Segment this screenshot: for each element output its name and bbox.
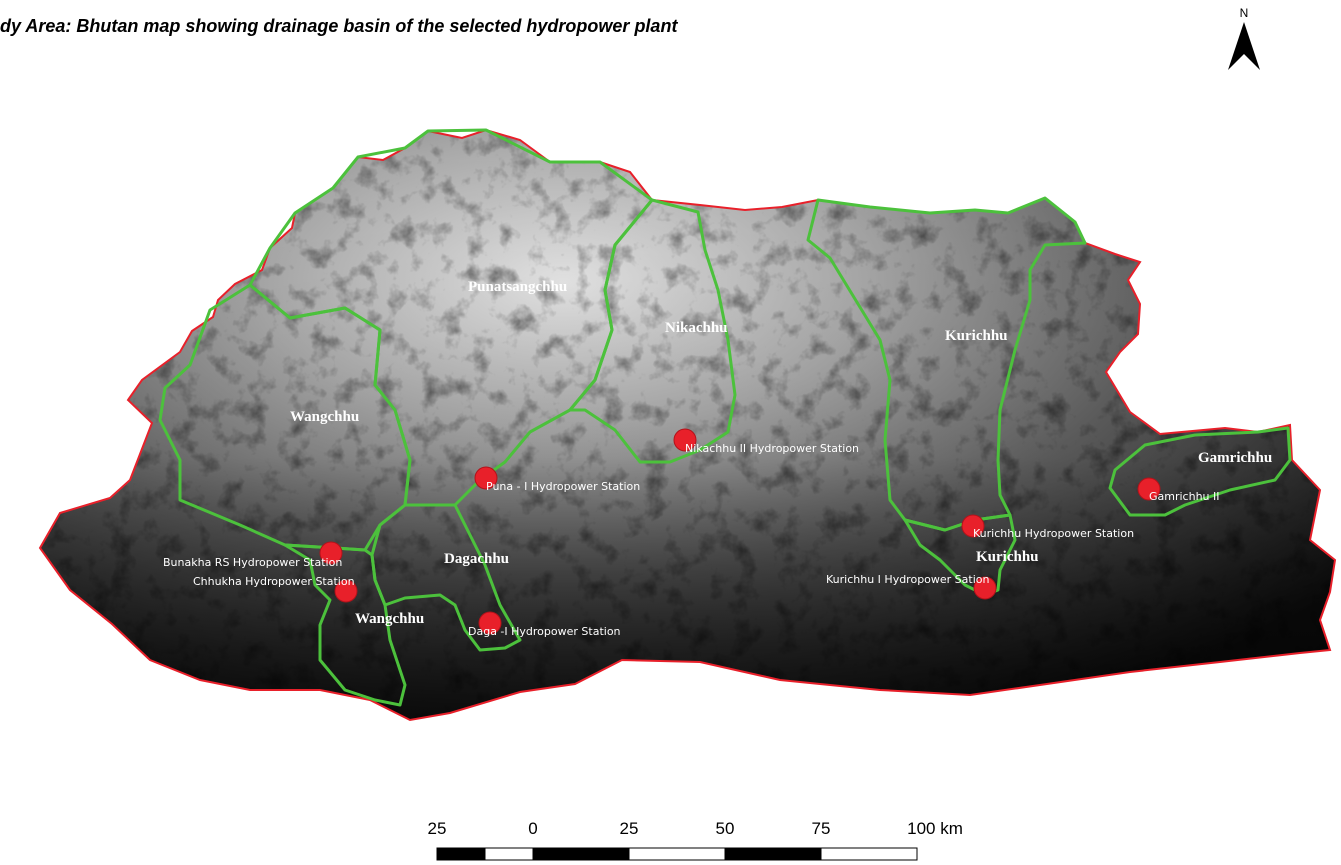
- station-label-gamrichhu-ii: Gamrichhu II: [1149, 490, 1220, 503]
- basin-labels: Punatsangchhu Nikachhu Kurichhu Wangchhu…: [290, 279, 1272, 627]
- station-marker-bunakha-rs: [319, 541, 343, 565]
- basin-border-nikachhu: [568, 198, 737, 464]
- station-markers: [319, 428, 1161, 635]
- basin-label-punatsangchhu: Punatsangchhu: [468, 279, 567, 295]
- basin-label-gamrichhu: Gamrichhu: [1198, 450, 1272, 466]
- north-arrow-icon: N: [1228, 6, 1260, 70]
- station-label-daga-i: Daga -I Hydropower Station: [468, 625, 621, 638]
- station-label-chhukha: Chhukha Hydropower Station: [193, 575, 355, 588]
- station-label-kurichhu-i: Kurichhu I Hydropower Sation: [826, 573, 990, 586]
- station-marker-gamrichhu-ii: [1137, 477, 1161, 501]
- station-label-puna-i: Puna - I Hydropower Station: [486, 480, 640, 493]
- basin-label-nikachhu: Nikachhu: [665, 320, 728, 336]
- basin-border-wangchhu-lower: [283, 543, 407, 707]
- basin-border-gamrichhu: [1108, 426, 1292, 517]
- station-marker-kurichhu-i: [973, 576, 997, 600]
- station-marker-puna-i: [474, 466, 498, 490]
- basin-border-kurichhu-upper: [806, 196, 1087, 532]
- station-marker-daga-i: [478, 611, 502, 635]
- station-label-kurichhu: Kurichhu Hydropower Station: [973, 527, 1134, 540]
- map-title: dy Area: Bhutan map showing drainage bas…: [0, 16, 678, 36]
- basin-label-kurichhu: Kurichhu: [945, 328, 1008, 344]
- station-label-nikachhu-ii: Nikachhu II Hydropower Station: [685, 442, 859, 455]
- basin-label-kurichhu-lower: Kurichhu: [976, 549, 1039, 565]
- station-marker-kurichhu: [961, 514, 985, 538]
- station-labels: Nikachhu II Hydropower Station Puna - I …: [163, 442, 1220, 638]
- basin-label-wangchhu: Wangchhu: [290, 409, 359, 425]
- station-label-bunakha-rs: Bunakha RS Hydropower Station: [163, 556, 342, 569]
- station-marker-nikachhu-ii: [673, 428, 697, 452]
- basin-label-dagachhu: Dagachhu: [444, 551, 509, 567]
- station-marker-chhukha: [334, 579, 358, 603]
- basin-label-wangchhu-lower: Wangchhu: [355, 611, 424, 627]
- north-label: N: [1240, 6, 1249, 20]
